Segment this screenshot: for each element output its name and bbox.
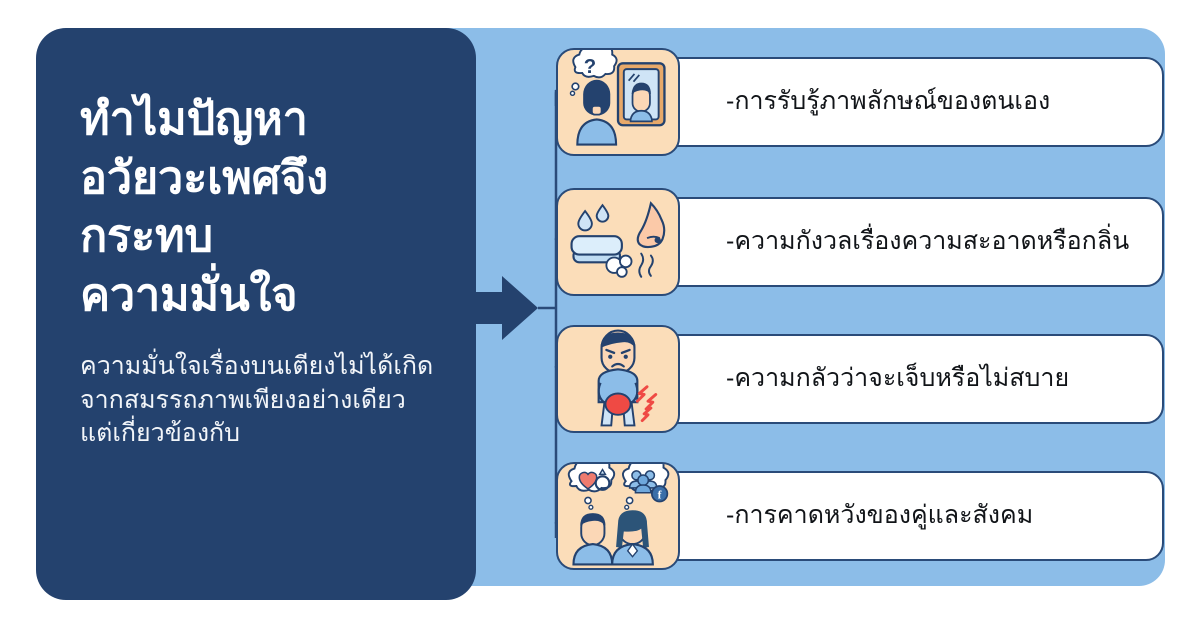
soap-nose-hygiene-icon	[570, 201, 666, 278]
svg-text:?: ?	[584, 56, 596, 78]
person-groin-pain-icon	[597, 329, 658, 427]
headline-line-1: ทำไมปัญหา	[80, 93, 308, 144]
subcopy-line-3: แต่เกี่ยวข้องกับ	[80, 419, 241, 447]
person-mirror-self-image-icon: ?	[569, 50, 666, 146]
item-icon-box	[556, 325, 680, 433]
item-label: -ความกังวลเรื่องความสะอาดหรือกลิ่น	[726, 227, 1130, 256]
headline-line-2: อวัยวะเพศจึง	[80, 151, 329, 203]
item-label: -การคาดหวังของคู่และสังคม	[726, 501, 1034, 530]
subcopy-line-2: จากสมรรถภาพเพียงอย่างเดียว	[80, 385, 406, 414]
list-item[interactable]: -การคาดหวังของคู่และสังคม	[556, 462, 1164, 570]
subcopy-line-1: ความมั่นใจเรื่องบนเตียงไม่ได้เกิด	[80, 352, 434, 380]
headline-line-4: ความมั่นใจ	[80, 268, 298, 320]
page-subtitle: ความมั่นใจเรื่องบนเตียงไม่ได้เกิด จากสมร…	[80, 350, 434, 451]
item-label: -การรับรู้ภาพลักษณ์ของตนเอง	[726, 87, 1051, 116]
page-title: ทำไมปัญหา อวัยวะเพศจึง กระทบ ความมั่นใจ	[80, 90, 432, 324]
couple-social-expectation-icon: f	[567, 464, 670, 566]
svg-text:f: f	[658, 489, 662, 502]
item-card[interactable]: -ความกลัวว่าจะเจ็บหรือไม่สบาย	[620, 334, 1164, 424]
item-icon-box: f	[556, 462, 680, 570]
item-card[interactable]: -การคาดหวังของคู่และสังคม	[620, 471, 1164, 561]
list-item[interactable]: -ความกลัวว่าจะเจ็บหรือไม่สบาย	[556, 325, 1164, 433]
item-card[interactable]: -ความกังวลเรื่องความสะอาดหรือกลิ่น	[620, 197, 1164, 287]
left-title-panel: ทำไมปัญหา อวัยวะเพศจึง กระทบ ความมั่นใจ …	[36, 28, 476, 600]
item-icon-box	[556, 188, 680, 296]
item-icon-box: ?	[556, 48, 680, 156]
item-card[interactable]: -การรับรู้ภาพลักษณ์ของตนเอง	[620, 57, 1164, 147]
list-item[interactable]: -ความกังวลเรื่องความสะอาดหรือกลิ่น	[556, 188, 1164, 296]
list-item[interactable]: -การรับรู้ภาพลักษณ์ของตนเอง	[556, 48, 1164, 156]
headline-line-3: กระทบ	[80, 210, 213, 261]
item-label: -ความกลัวว่าจะเจ็บหรือไม่สบาย	[726, 364, 1070, 393]
